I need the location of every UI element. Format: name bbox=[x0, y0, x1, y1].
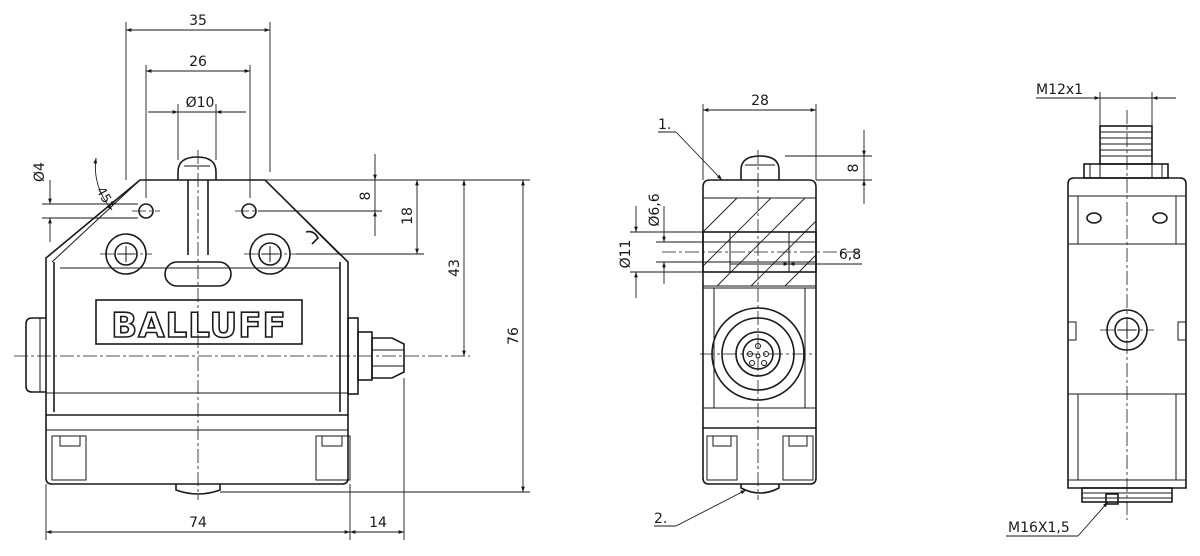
rear-hole-left bbox=[1086, 212, 1102, 224]
side-bottom-plunger bbox=[740, 484, 780, 494]
dim-8-side: 8 bbox=[846, 164, 862, 173]
dim-14: 14 bbox=[369, 515, 387, 531]
dim-8-front: 8 bbox=[358, 192, 374, 201]
dim-74: 74 bbox=[189, 515, 207, 531]
callout-1: 1. bbox=[658, 117, 671, 133]
brand-logo: BALLUFF bbox=[111, 306, 286, 346]
front-view: BALLUFF 35 26 Ø10 bbox=[14, 13, 530, 540]
dim-dia-66: Ø6,6 bbox=[647, 193, 663, 226]
thread-m16: M16X1,5 bbox=[1008, 520, 1070, 536]
front-base bbox=[45, 415, 349, 485]
dim-35: 35 bbox=[189, 13, 207, 29]
dim-18: 18 bbox=[400, 207, 416, 225]
side-view: 28 8 Ø6,6 Ø11 6,8 1. 2. bbox=[618, 93, 872, 527]
side-top-plunger bbox=[740, 155, 780, 180]
dim-76: 76 bbox=[506, 327, 522, 345]
front-left-cap bbox=[25, 317, 46, 393]
rear-view: M12x1 M16X1,5 bbox=[1006, 82, 1187, 537]
thread-m12: M12x1 bbox=[1036, 82, 1083, 98]
front-housing-outline bbox=[45, 179, 349, 416]
dim-43: 43 bbox=[447, 259, 463, 277]
front-bottom-plunger bbox=[175, 484, 221, 495]
dim-dia-10: Ø10 bbox=[186, 95, 215, 111]
dim-dia-11: Ø11 bbox=[618, 240, 634, 269]
dim-26: 26 bbox=[189, 54, 207, 70]
rear-housing-outline bbox=[1067, 177, 1187, 489]
dim-angle-45: 45° bbox=[93, 185, 118, 212]
rear-top-connector bbox=[1083, 125, 1169, 179]
side-base bbox=[702, 428, 817, 485]
logo-plate bbox=[95, 299, 303, 345]
dim-dia-4: Ø4 bbox=[32, 162, 48, 182]
front-top-plunger bbox=[177, 156, 217, 180]
dim-28: 28 bbox=[751, 93, 769, 109]
dim-68: 6,8 bbox=[839, 247, 861, 263]
side-housing-outline bbox=[702, 179, 817, 429]
callout-2: 2. bbox=[654, 511, 667, 527]
rear-hole-right bbox=[1152, 212, 1168, 224]
